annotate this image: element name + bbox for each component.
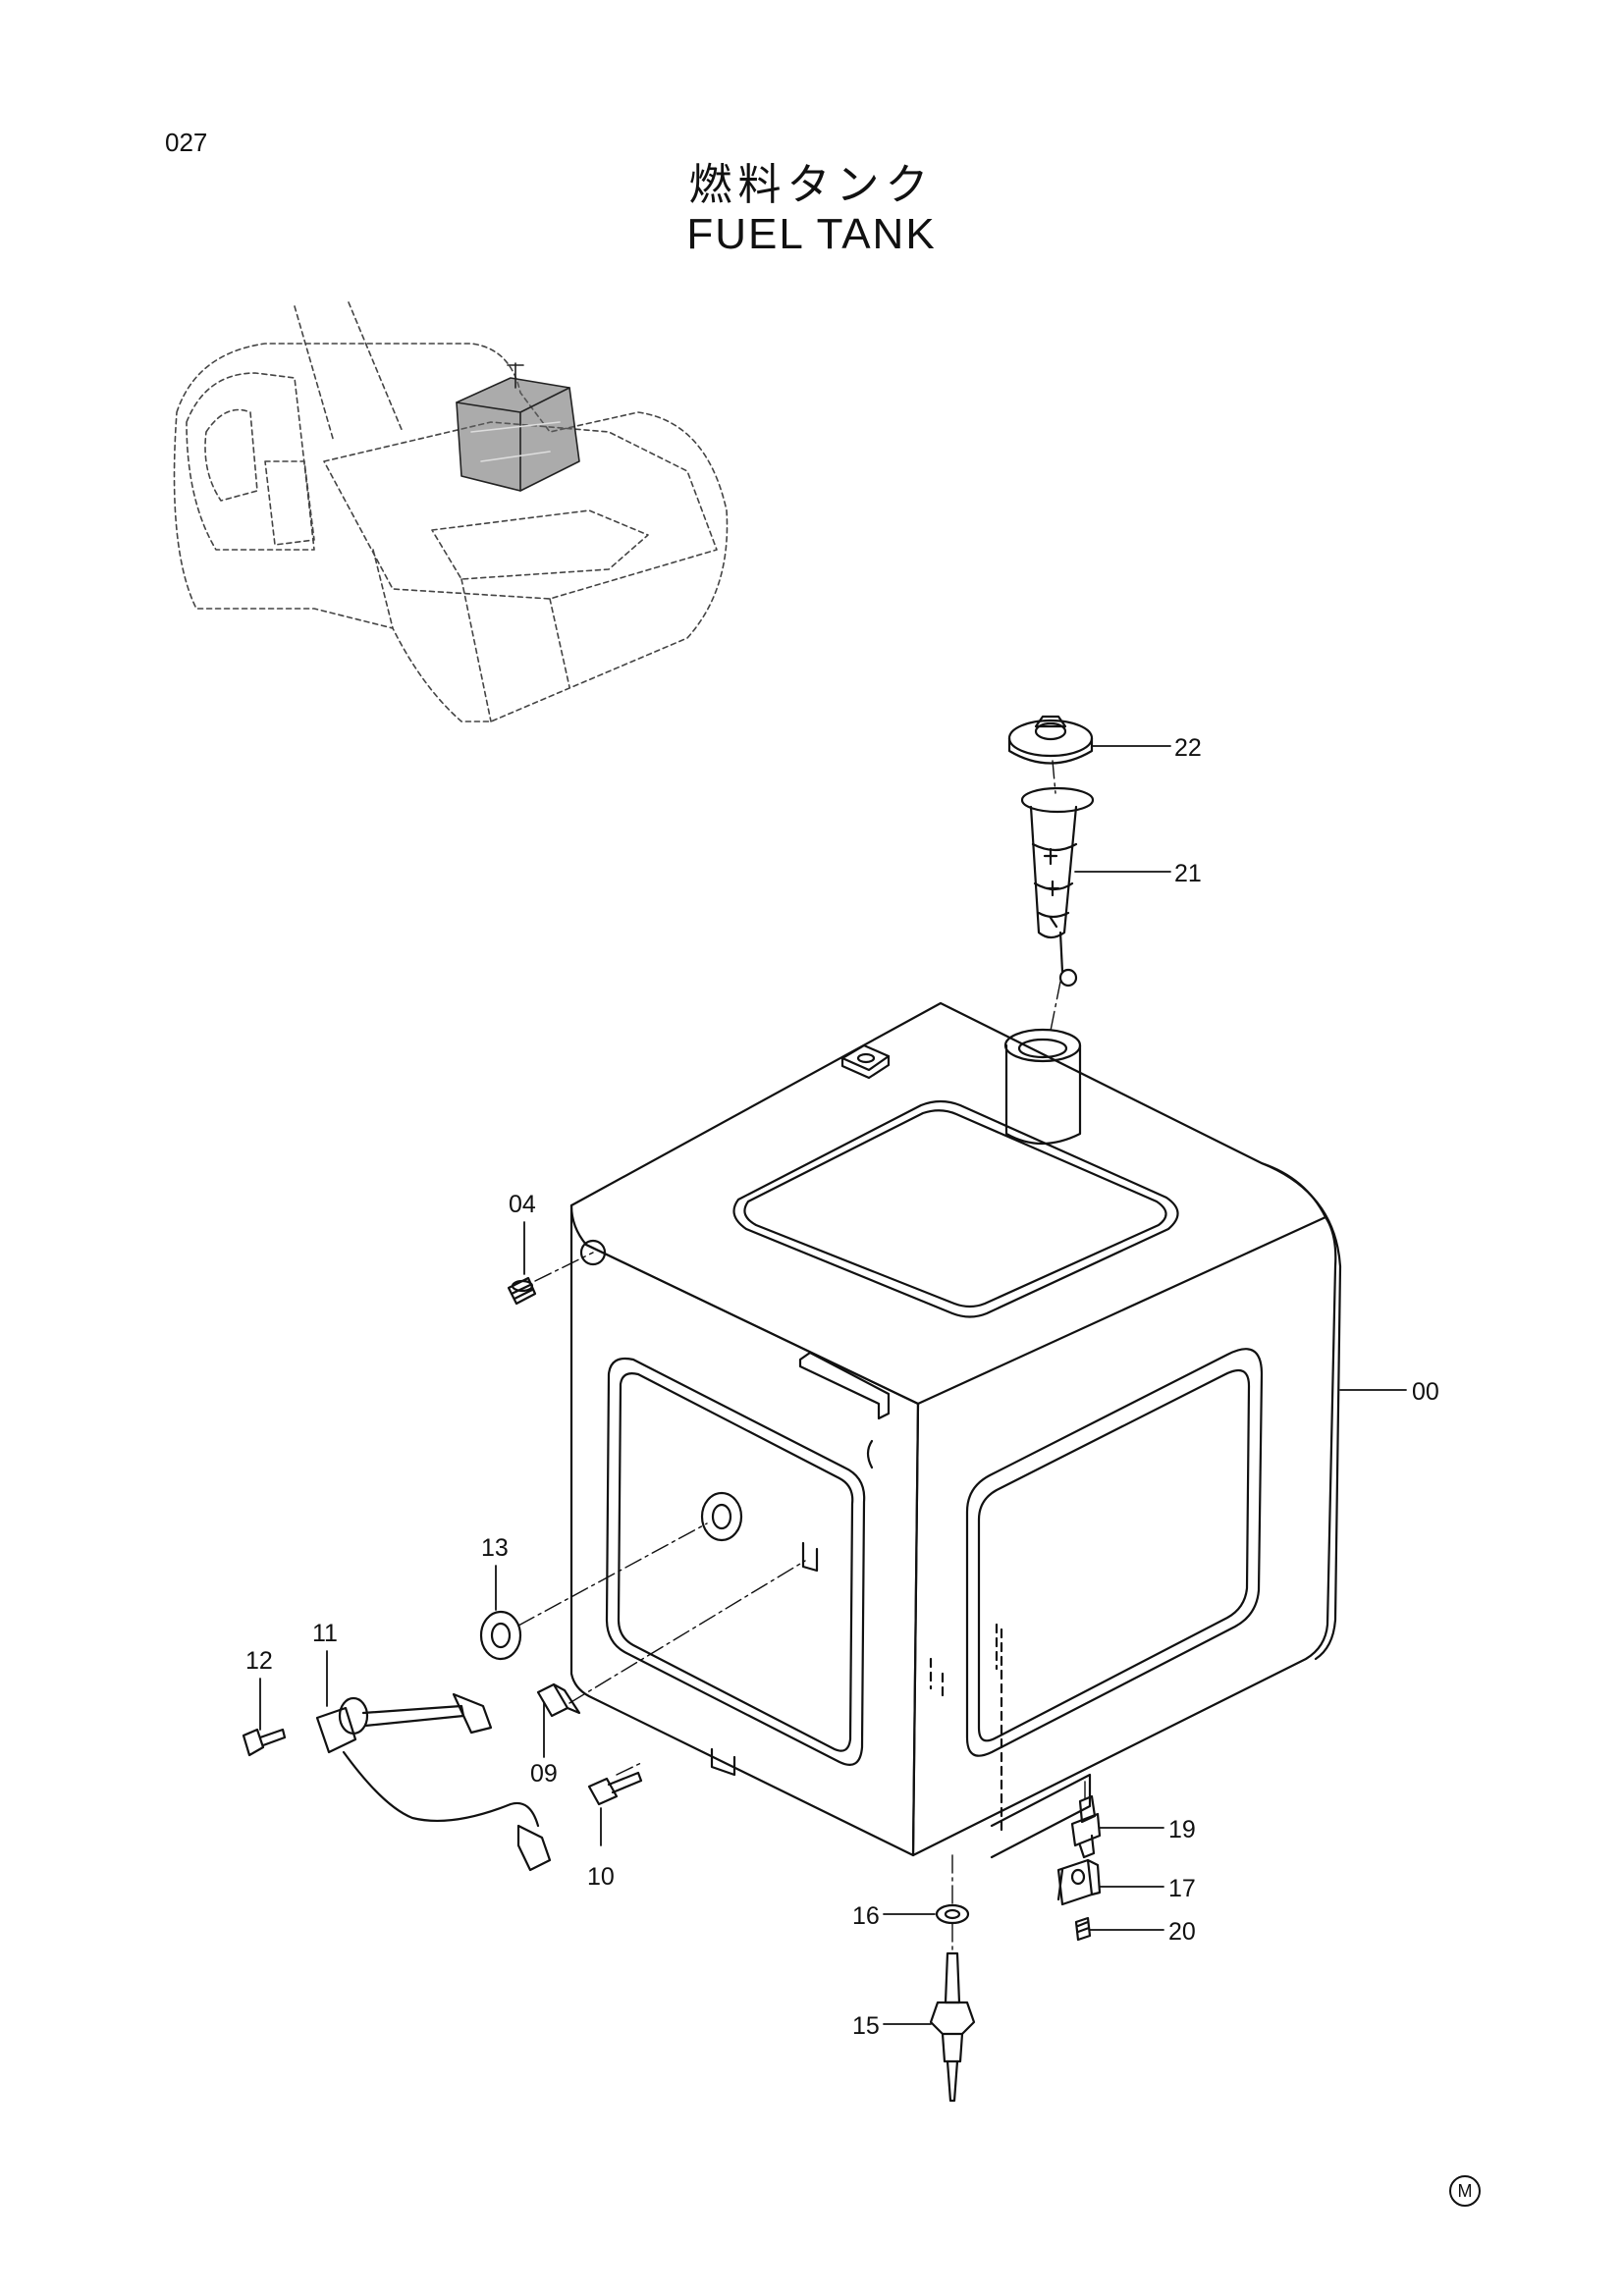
leader-lines <box>259 745 1407 2025</box>
valve-part-17 <box>1056 1858 1102 1906</box>
page-title-japanese: 燃料タンク <box>688 160 935 210</box>
drain-valve-part-15 <box>929 1951 976 2103</box>
page-title-english: FUEL TANK <box>686 210 937 258</box>
page-number: 027 <box>165 128 208 157</box>
plug-part-04 <box>507 1276 537 1306</box>
callout-04: 04 <box>509 1191 536 1218</box>
plug-part-20 <box>1074 1916 1092 1942</box>
level-sensor-part-11 <box>315 1692 552 1872</box>
callout-15: 15 <box>852 2012 880 2040</box>
callout-13: 13 <box>481 1534 509 1562</box>
fuel-cap-part-22 <box>1007 715 1094 765</box>
callout-10: 10 <box>587 1863 615 1891</box>
callout-21: 21 <box>1174 860 1202 887</box>
bolt-part-10 <box>587 1771 643 1806</box>
washer-part-16 <box>935 1903 970 1925</box>
callout-00: 00 <box>1412 1378 1439 1406</box>
callout-labels: 22 21 04 00 13 11 12 09 10 19 17 20 16 1… <box>245 734 1439 2040</box>
callout-17: 17 <box>1168 1875 1196 1902</box>
callout-12: 12 <box>245 1647 273 1675</box>
bolt-part-12 <box>242 1728 287 1757</box>
callout-22: 22 <box>1174 734 1202 762</box>
callout-09: 09 <box>530 1760 558 1788</box>
fuel-tank-body <box>569 1001 1342 1859</box>
corner-mark: M <box>1449 2175 1481 2207</box>
callout-11: 11 <box>312 1620 338 1647</box>
callout-16: 16 <box>852 1902 880 1930</box>
callout-19: 19 <box>1168 1816 1196 1843</box>
gauge-mount-port <box>700 1491 743 1542</box>
gasket-part-13 <box>479 1610 522 1661</box>
callout-20: 20 <box>1168 1918 1196 1946</box>
fitting-part-19 <box>1070 1794 1102 1859</box>
excavator-locator-inset <box>173 301 729 722</box>
assembly-lines <box>517 760 1086 1952</box>
fuel-strainer-part-21 <box>1020 786 1095 988</box>
highlighted-fuel-tank-location <box>456 362 580 492</box>
